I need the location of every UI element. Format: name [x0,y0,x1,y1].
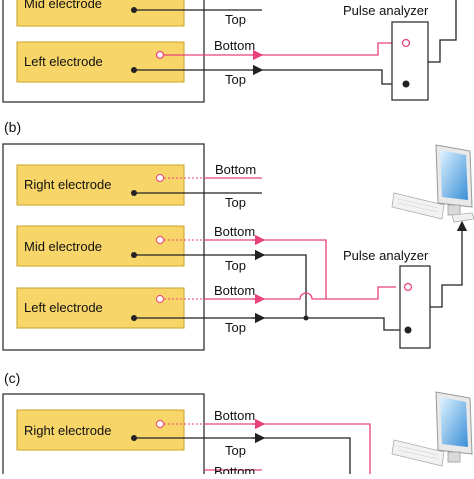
top-wire-c [134,437,351,474]
electrode-left-a-box [16,41,185,83]
panel-a: Mid electrode Top Left electrode Bottom … [2,0,457,103]
electrode-mid-a-label: Mid electrode [24,0,102,11]
computer-icon [391,144,474,223]
wire-label-b1: Bottom [215,162,256,177]
pulse-analyzer-a [391,21,429,101]
wire-label-b3: Bottom [214,224,255,239]
pulse-analyzer-b [399,265,431,349]
electrode-right-b-label: Right electrode [24,177,111,192]
analyzer-input-bottom [401,38,411,48]
panel-b-label: (b) [4,119,21,135]
bottom-terminal [156,295,164,303]
analyzer-input-top [404,326,412,334]
pulse-analyzer-label-b: Pulse analyzer [343,248,429,263]
electrode-left-b: Left electrode [16,287,185,329]
analyzer-input-top [402,80,410,88]
bottom-terminal [156,236,164,244]
computer-icon [391,391,473,467]
panel-c: Right electrode Bottom Top Bottom [2,391,473,479]
electrode-left-b-label: Left electrode [24,300,103,315]
wire-label-b6: Top [225,320,246,335]
electrode-mid-a: Mid electrode [16,0,262,27]
wire-label-c2: Top [225,443,246,458]
top-wire-mid [134,254,307,318]
panel-c-frame [2,393,205,479]
analyzer-output-b [430,220,468,308]
electrode-right-c: Right electrode [16,409,185,451]
pulse-analyzer-label-a: Pulse analyzer [343,3,429,18]
wire-label-a1: Top [225,12,246,27]
electrode-right-b-box [16,164,185,206]
electrode-left-a-label: Left electrode [24,54,103,69]
wire-label-b2: Top [225,195,246,210]
junction-dot [303,315,309,321]
panel-b: Right electrode Bottom Top Mid electrode… [2,143,474,351]
wire-label-b5: Bottom [214,283,255,298]
analyzer-input-bottom [403,282,413,292]
electrode-left-b-box [16,287,185,329]
panel-c-label: (c) [4,370,20,386]
bottom-terminal [156,174,164,182]
electrode-mid-b-label: Mid electrode [24,239,102,254]
bottom-terminal [156,420,164,428]
wire-label-a2: Bottom [214,38,255,53]
bottom-wire-left [204,286,396,300]
panel-a-frame [2,0,205,103]
bottom-terminal [155,50,165,60]
electrode-mid-b-box [16,225,185,267]
bottom-wire-mid [204,239,327,299]
wire-label-c1: Bottom [214,408,255,423]
panel-b-frame [2,143,205,351]
analyzer-output-a [428,0,457,63]
electrode-right-c-box [16,409,185,451]
electrode-right-c-label: Right electrode [24,423,111,438]
electrode-mid-b: Mid electrode [16,225,185,267]
wire-label-a3: Top [225,72,246,87]
wire-label-b4: Top [225,258,246,273]
electrode-left-a: Left electrode [16,41,185,83]
wire-label-c3: Bottom [214,464,255,474]
bottom-wire-a [164,42,392,56]
electrode-right-b: Right electrode [16,164,185,206]
